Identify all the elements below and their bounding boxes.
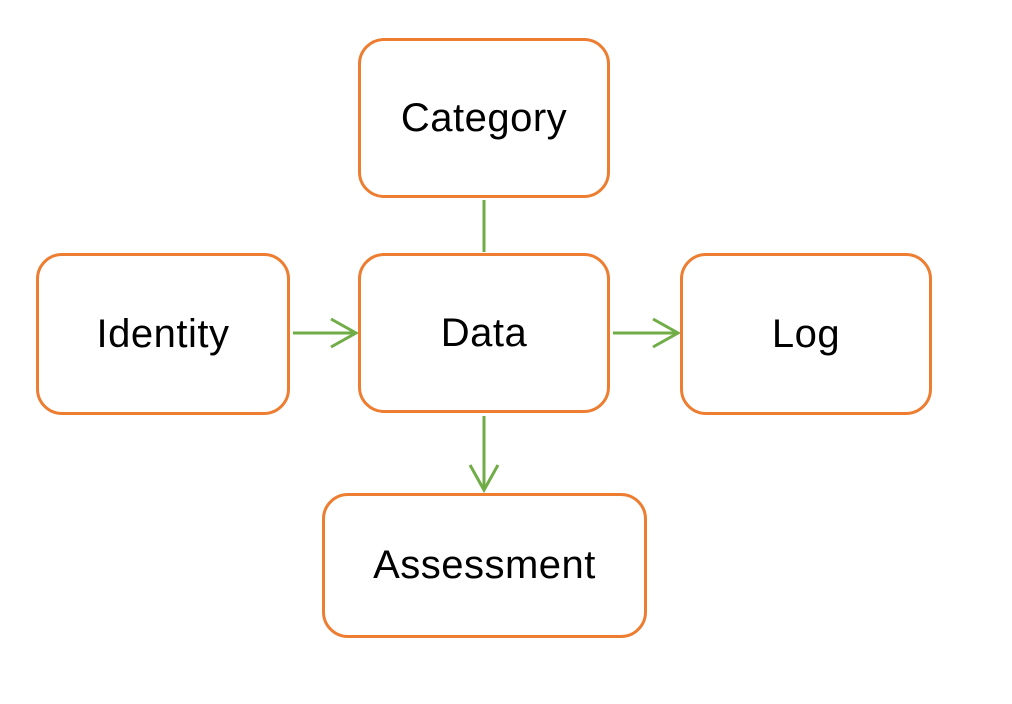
node-identity[interactable]: Identity (36, 253, 290, 415)
node-identity-label: Identity (96, 311, 230, 356)
node-assessment-label: Assessment (373, 543, 596, 587)
edge-data-log (613, 317, 682, 349)
node-category[interactable]: Category (358, 38, 610, 198)
node-data-label: Data (440, 310, 528, 355)
node-data[interactable]: Data (358, 253, 610, 413)
node-assessment[interactable]: Assessment (322, 493, 647, 638)
edge-identity-data (293, 317, 360, 349)
node-category-label: Category (400, 95, 568, 140)
node-log-label: Log (771, 311, 841, 356)
edge-data-assessment (468, 416, 500, 494)
node-log[interactable]: Log (680, 253, 932, 415)
